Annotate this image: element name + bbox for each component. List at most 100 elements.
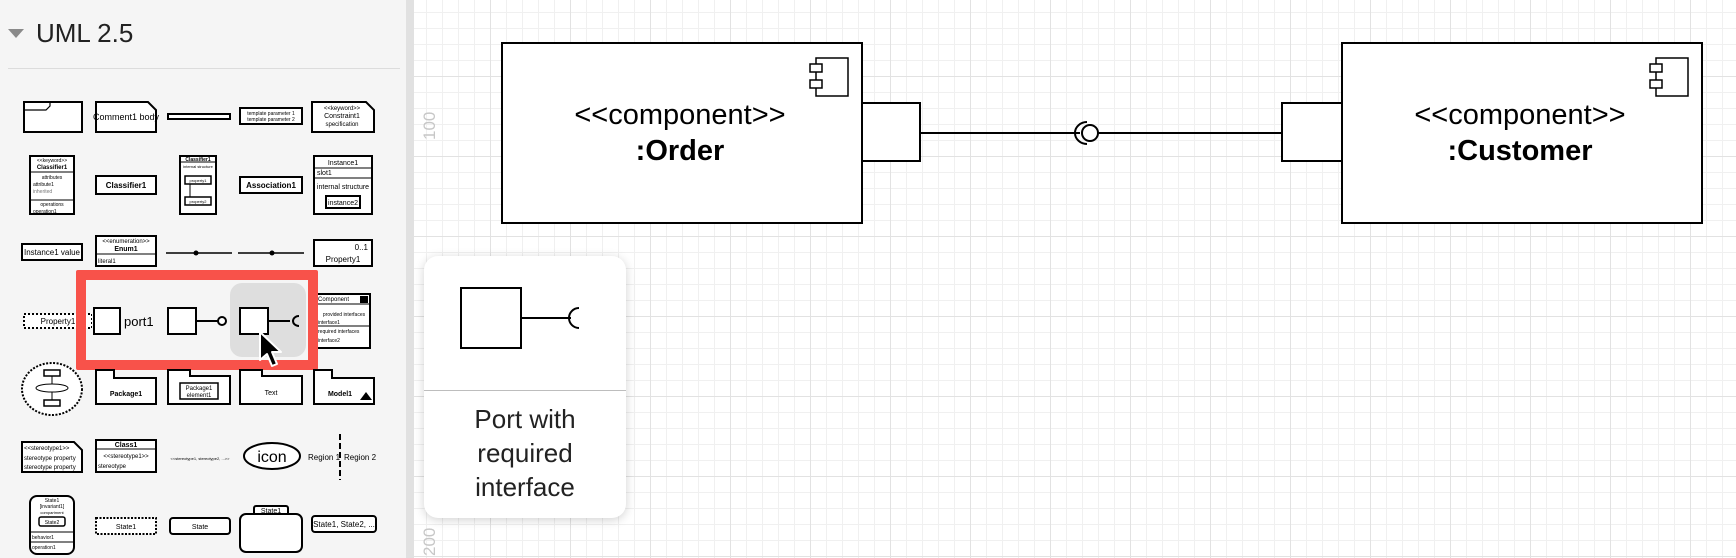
svg-text:operation1: operation1 [32,545,56,551]
shape-port-required-interface[interactable] [232,288,312,354]
svg-text:attributes: attributes [42,175,63,181]
shape-association-ends[interactable] [160,220,240,286]
svg-text:Constraint1: Constraint1 [324,113,360,120]
svg-text:<<enumeration>>: <<enumeration>> [102,239,150,245]
svg-text:instance2: instance2 [328,200,358,207]
svg-text:slot1: slot1 [317,170,332,177]
svg-text:Instance1 value: Instance1 value [24,248,81,257]
svg-text:template parameter 1: template parameter 1 [247,111,295,117]
shape-package-text[interactable]: Text [232,356,312,422]
shape-state-list[interactable]: State1, State2, ... [304,492,384,558]
customer-port[interactable] [1281,102,1343,162]
svg-text:Component: Component [318,297,349,303]
svg-text:stereotype: stereotype [98,464,127,470]
svg-text:<<stereotype1>>: <<stereotype1>> [103,454,149,460]
svg-text:specification: specification [325,122,358,128]
shape-comment[interactable]: Comment1 body [86,84,166,150]
order-stereotype: <<component>> [574,99,785,131]
shape-instance-value[interactable]: Instance1 value [12,220,92,286]
svg-text:interface1: interface1 [318,320,340,326]
svg-text:port1: port1 [124,314,154,329]
shape-collaboration[interactable] [12,356,92,422]
shape-port-provided-interface[interactable] [160,288,240,354]
svg-text:Association1: Association1 [246,181,296,190]
svg-text:stereotype property: stereotype property [24,465,76,471]
shape-state-dashed[interactable]: State1 [86,492,166,558]
shape-constraint[interactable]: <<keyword>>Constraint1 specification [304,84,384,150]
collapse-triangle-icon[interactable] [8,29,24,38]
svg-text:Comment1 body: Comment1 body [93,112,160,122]
customer-stereotype: <<component>> [1414,99,1625,131]
shape-state[interactable]: State [160,492,240,558]
svg-text:Region 1: Region 1 [308,453,341,462]
svg-text:stereotype property: stereotype property [24,456,76,462]
shape-package[interactable]: Package1 [86,356,166,422]
tooltip-line-3: interface [475,472,575,502]
svg-text:State1: State1 [45,498,60,504]
component-order[interactable]: <<component>> :Order [501,42,863,224]
shape-frame[interactable] [12,84,92,150]
shape-tooltip: Port with required interface [424,256,626,518]
svg-text:element1: element1 [187,393,212,399]
svg-text:<<keyword>>: <<keyword>> [324,106,361,112]
sidebar-splitter[interactable] [406,0,414,558]
tooltip-divider [424,390,626,391]
order-name: :Order [636,135,725,167]
svg-text:property1: property1 [190,178,208,183]
svg-text:State: State [192,524,208,531]
shape-stereotype-inline[interactable]: <<stereotype1, stereotype2, ...>> [160,424,240,490]
svg-text:literal1: literal1 [98,259,116,265]
component-customer[interactable]: <<component>> :Customer [1341,42,1703,224]
svg-text:0..1: 0..1 [355,243,369,252]
shape-icon-ellipse[interactable]: icon [232,424,312,490]
svg-text:icon: icon [257,449,286,466]
svg-text:required interfaces: required interfaces [318,329,360,335]
header-divider [8,68,400,69]
svg-text:Class1: Class1 [115,442,138,449]
shape-port[interactable]: port1 [86,288,166,354]
shape-dependency-end[interactable] [232,220,312,286]
shape-model[interactable]: Model1 [304,356,384,422]
order-port[interactable] [861,102,921,162]
svg-text:compartment: compartment [40,510,64,515]
shape-stereotype[interactable]: <<stereotype1>> stereotype property stereo… [12,424,92,490]
shape-property-dashed[interactable]: Property1 [12,288,92,354]
shape-state-tab[interactable]: State1 [232,492,312,558]
shape-enumeration[interactable]: <<enumeration>>Enum1 literal1 [86,220,166,286]
svg-text:template parameter 2: template parameter 2 [247,117,295,123]
port-required-interface-preview-icon [460,287,580,349]
svg-text:State1: State1 [116,524,136,531]
mouse-pointer-icon [259,331,282,367]
palette-title: UML 2.5 [36,18,134,48]
assembly-connector[interactable] [920,121,1282,145]
svg-text:[invariant1]: [invariant1] [40,504,65,510]
shape-classifier[interactable]: Classifier1 [86,152,166,218]
svg-text:property2: property2 [190,199,208,204]
shape-template-line[interactable] [160,84,240,150]
svg-text:interface2: interface2 [318,338,340,344]
svg-text:Enum1: Enum1 [114,246,137,253]
svg-text:internal structure: internal structure [317,184,369,191]
shape-class-stereotype[interactable]: Class1 <<stereotype1>> stereotype [86,424,166,490]
tooltip-line-2: required [477,438,573,468]
uml-palette-header[interactable]: UML 2.5 [0,0,406,68]
svg-text:Property1: Property1 [326,255,361,264]
svg-text:attribute1: attribute1 [33,182,54,188]
component-icon [809,57,849,97]
svg-text:<<stereotype1>>: <<stereotype1>> [24,446,70,452]
svg-text:Region 2: Region 2 [344,453,377,462]
shape-association[interactable]: Association1 [232,152,312,218]
svg-text:State1: State1 [261,508,281,515]
svg-text:<<stereotype1, stereotype2, ..: <<stereotype1, stereotype2, ...>> [171,456,231,461]
svg-text:Model1: Model1 [328,391,352,398]
svg-text:State1, State2, ...: State1, State2, ... [313,520,375,529]
